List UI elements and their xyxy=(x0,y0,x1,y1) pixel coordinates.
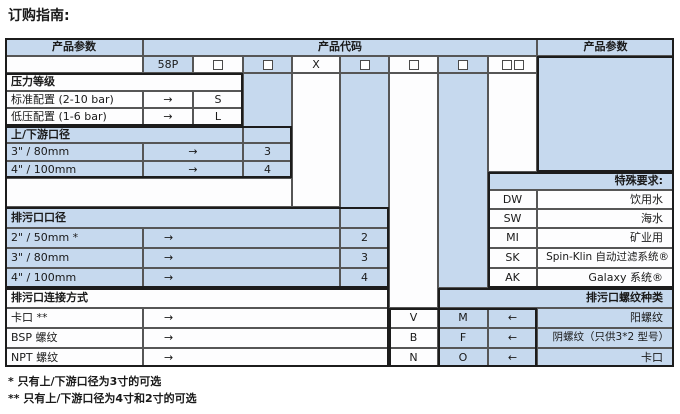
column-stripe xyxy=(438,73,488,288)
code-box-upstream xyxy=(243,56,292,73)
connection-row-label: BSP 螺纹 xyxy=(5,328,143,348)
special-label: 海水 xyxy=(537,209,674,228)
connection-code-cell: B xyxy=(389,328,438,348)
column-stripe xyxy=(488,73,537,172)
arrow-right-icon: → xyxy=(143,91,193,108)
connection-code-cell: N xyxy=(389,348,438,367)
connection-code-cell: O xyxy=(438,348,488,367)
special-code-cell: SK xyxy=(488,248,537,268)
spacer-row xyxy=(5,178,292,207)
thread-type-label: 阳螺纹 xyxy=(537,308,674,328)
upstream-code-cell: 4 xyxy=(243,161,292,178)
drain-section-title: 排污口口径 xyxy=(5,207,340,228)
thread-type-label: 卡口 xyxy=(537,348,674,367)
special-label: Galaxy 系统® xyxy=(537,268,674,288)
drain-code-cell: 4 xyxy=(340,268,389,288)
code-box-connection xyxy=(389,56,438,73)
connection-code-cell: M xyxy=(438,308,488,328)
code-row-empty-cell xyxy=(5,56,143,73)
code-separator-cell: X xyxy=(292,56,340,73)
page-title: 订购指南: xyxy=(8,8,70,24)
arrow-left-icon: ← xyxy=(488,308,537,328)
code-box-icon xyxy=(501,59,512,70)
drain-row-label: 3" / 80mm xyxy=(5,248,143,268)
code-box-pressure xyxy=(193,56,243,73)
thread-kind-section-title: 排污口螺纹种类 xyxy=(438,288,674,308)
code-box-special xyxy=(488,56,537,73)
arrow-right-icon: → xyxy=(143,161,243,178)
arrow-right-icon: → xyxy=(143,108,193,126)
code-box-drain xyxy=(340,56,389,73)
drain-row-label: 2" / 50mm * xyxy=(5,228,143,248)
arrow-right-icon: → xyxy=(143,248,340,268)
pressure-row-label: 标准配置 (2-10 bar) xyxy=(5,91,143,108)
arrow-right-icon: → xyxy=(143,143,243,161)
footnote-1: * 只有上/下游口径为3寸的可选 xyxy=(8,375,162,388)
footnote-2: ** 只有上/下游口径为4寸和2寸的可选 xyxy=(8,392,197,405)
connection-code-cell: F xyxy=(438,328,488,348)
code-box-icon xyxy=(213,59,223,70)
column-stripe xyxy=(243,73,292,143)
arrow-right-icon: → xyxy=(143,228,340,248)
code-box-icon xyxy=(262,59,273,70)
code-model-cell: 58P xyxy=(143,56,193,73)
arrow-right-icon: → xyxy=(143,348,389,367)
code-box-icon xyxy=(513,59,524,70)
arrow-left-icon: ← xyxy=(488,348,537,367)
pressure-code-cell: L xyxy=(193,108,243,126)
special-label: Spin-Klin 自动过滤系统® xyxy=(537,248,674,268)
connection-row-label: NPT 螺纹 xyxy=(5,348,143,367)
arrow-right-icon: → xyxy=(143,328,389,348)
thread-type-label: 阴螺纹（只供3*2 型号） xyxy=(537,328,674,348)
pressure-code-cell: S xyxy=(193,91,243,108)
upstream-row-label: 4" / 100mm xyxy=(5,161,143,178)
code-box-icon xyxy=(359,59,370,70)
connection-row-label: 卡口 ** xyxy=(5,308,143,328)
special-code-cell: DW xyxy=(488,190,537,209)
code-box-icon xyxy=(408,59,419,70)
upstream-section-title: 上/下游口径 xyxy=(5,126,243,143)
column-stripe xyxy=(292,73,340,207)
column-stripe xyxy=(340,73,389,228)
right-params-panel xyxy=(537,56,674,172)
pressure-section-title: 压力等级 xyxy=(5,73,243,91)
header-product-params-left: 产品参数 xyxy=(5,38,143,56)
drain-code-cell: 3 xyxy=(340,248,389,268)
header-product-code: 产品代码 xyxy=(143,38,537,56)
header-product-params-right: 产品参数 xyxy=(537,38,674,56)
special-label: 饮用水 xyxy=(537,190,674,209)
special-section-title: 特殊要求: xyxy=(488,172,674,190)
code-box-icon xyxy=(458,59,468,70)
drain-code-cell: 2 xyxy=(340,228,389,248)
special-code-cell: SW xyxy=(488,209,537,228)
arrow-right-icon: → xyxy=(143,268,340,288)
connection-section-title: 排污口连接方式 xyxy=(5,288,389,308)
pressure-row-label: 低压配置 (1-6 bar) xyxy=(5,108,143,126)
arrow-left-icon: ← xyxy=(488,328,537,348)
special-label: 矿业用 xyxy=(537,228,674,248)
special-code-cell: MI xyxy=(488,228,537,248)
upstream-row-label: 3" / 80mm xyxy=(5,143,143,161)
upstream-code-cell: 3 xyxy=(243,143,292,161)
column-stripe xyxy=(389,73,438,308)
special-code-cell: AK xyxy=(488,268,537,288)
code-box-thread xyxy=(438,56,488,73)
connection-code-cell: V xyxy=(389,308,438,328)
drain-row-label: 4" / 100mm xyxy=(5,268,143,288)
arrow-right-icon: → xyxy=(143,308,389,328)
